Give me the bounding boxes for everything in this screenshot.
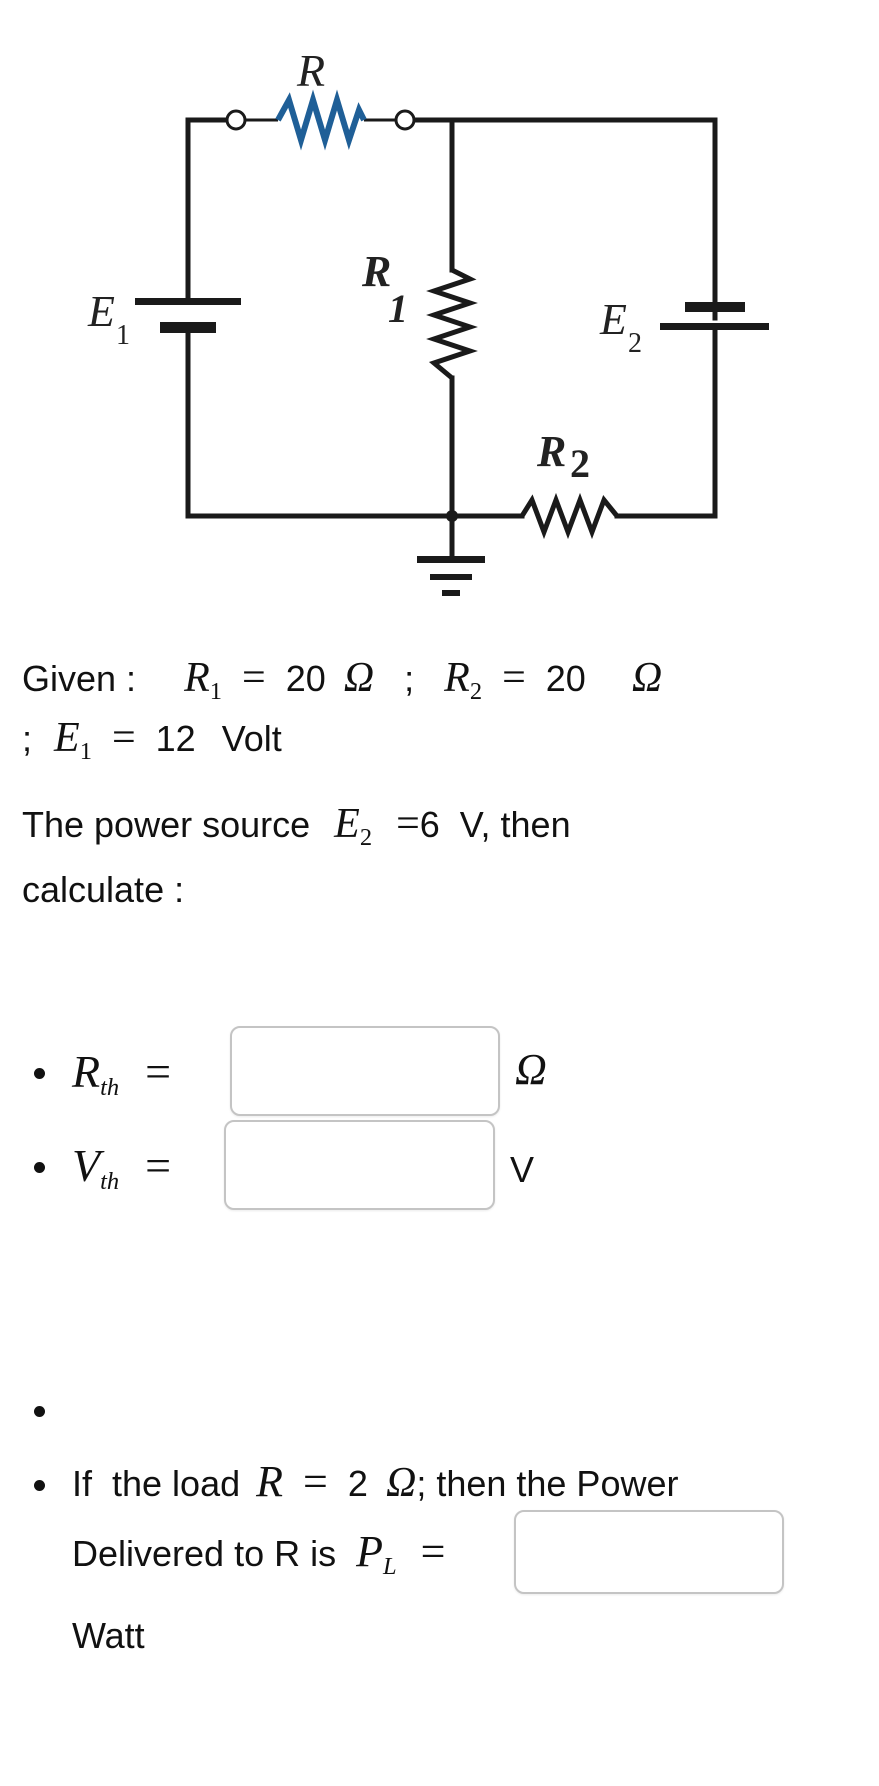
- load-r-eq: =: [303, 1457, 328, 1506]
- label-r2-sub: 2: [570, 441, 590, 486]
- power-e2-eq: =: [396, 801, 420, 847]
- given-e1-value: 12: [155, 718, 196, 759]
- given-sep1: ;: [404, 658, 415, 699]
- power-line-1: The power source E2 =6 V, then: [22, 802, 571, 860]
- rth-sub: th: [100, 1073, 120, 1101]
- power-e2-symbol: E: [334, 801, 360, 847]
- battery-e1-symbol: [135, 298, 241, 333]
- rth-unit: Ω: [515, 1045, 547, 1094]
- given-r2-unit: Ω: [631, 655, 663, 701]
- load-delivered: Delivered to R is: [72, 1533, 337, 1574]
- load-r-symbol: R: [256, 1457, 284, 1506]
- given-line-1: Given : R1 = 20 Ω ; R2 = 20 Ω: [22, 656, 662, 714]
- given-e1-sub: 1: [79, 737, 92, 765]
- power-prefix: The power source: [22, 804, 311, 845]
- bullet-rth: [34, 1068, 45, 1079]
- vth-label: Vth =: [72, 1143, 171, 1204]
- load-p-sub: L: [383, 1552, 397, 1580]
- given-r1-unit: Ω: [343, 655, 375, 701]
- load-unit: Watt: [72, 1615, 145, 1656]
- bullet-empty: [34, 1406, 45, 1417]
- wire-left-bottom: [185, 329, 455, 519]
- rth-symbol: R: [72, 1046, 101, 1097]
- wire-right-bottom: [614, 329, 718, 519]
- ground-symbol: [417, 556, 485, 596]
- given-r1-value: 20: [285, 658, 326, 699]
- vth-unit: V: [510, 1149, 535, 1190]
- given-r2-symbol: R: [444, 655, 470, 701]
- label-r2-main: R: [536, 427, 566, 476]
- vth-sub: th: [100, 1167, 120, 1195]
- load-line-2: Delivered to R is PL =: [72, 1530, 445, 1589]
- load-prefix: If the load: [72, 1463, 241, 1504]
- label-r1-sub: 1: [388, 286, 408, 331]
- label-e2-sub: 2: [628, 328, 642, 359]
- given-r1-symbol: R: [184, 655, 210, 701]
- given-r2-value: 20: [545, 658, 586, 699]
- given-e1-eq: =: [111, 715, 136, 761]
- given-e1-unit: Volt: [221, 718, 282, 759]
- given-prefix: Given :: [22, 658, 137, 699]
- rth-label: Rth =: [72, 1049, 171, 1110]
- bullet-load: [34, 1480, 45, 1491]
- power-e2-value: 6: [419, 804, 440, 845]
- vth-eq: =: [145, 1140, 172, 1191]
- battery-e2-symbol: [660, 302, 769, 330]
- label-r1-main: R: [361, 247, 391, 296]
- wire-top-right: [410, 117, 718, 321]
- load-suffix: ; then the Power: [416, 1463, 679, 1504]
- pl-answer-input[interactable]: [514, 1510, 784, 1594]
- label-e1-sub: 1: [116, 320, 130, 351]
- circuit-diagram: R R 1 R 2 E 1 E 2: [87, 45, 769, 596]
- rth-answer-input[interactable]: [230, 1026, 500, 1116]
- resistor-r2-symbol: [519, 492, 619, 540]
- load-r-value: 2: [347, 1463, 368, 1504]
- given-r1-sub: 1: [209, 677, 222, 705]
- label-e1-main: E: [87, 287, 115, 336]
- given-r2-eq: =: [502, 655, 526, 701]
- power-line-2: calculate :: [22, 868, 184, 912]
- power-e2-sub: 2: [359, 823, 373, 851]
- load-line-1: If the load R = 2 Ω; then the Power: [72, 1460, 678, 1506]
- vth-answer-input[interactable]: [224, 1120, 495, 1210]
- power-suffix: , then: [480, 804, 571, 845]
- given-line-2: ; E1 = 12 Volt: [22, 716, 282, 774]
- load-p-eq: =: [420, 1527, 446, 1576]
- vth-symbol: V: [72, 1140, 101, 1191]
- load-p-symbol: P: [356, 1527, 383, 1576]
- junction-dot: [446, 510, 458, 522]
- given-e1-symbol: E: [54, 715, 80, 761]
- given-r1-eq: =: [241, 655, 266, 701]
- power-calculate: calculate :: [22, 869, 185, 910]
- given-sep2: ;: [22, 718, 33, 759]
- rth-eq: =: [145, 1046, 172, 1097]
- power-e2-unit: V: [459, 804, 481, 845]
- load-resistor-symbol: [225, 89, 416, 151]
- given-r2-sub: 2: [469, 677, 483, 705]
- label-r: R: [296, 45, 325, 96]
- bullet-vth: [34, 1162, 45, 1173]
- label-e2-main: E: [599, 295, 627, 344]
- wire-top-left: [185, 117, 231, 303]
- load-r-unit: Ω: [385, 1460, 417, 1506]
- resistor-r1-symbol: [426, 267, 478, 380]
